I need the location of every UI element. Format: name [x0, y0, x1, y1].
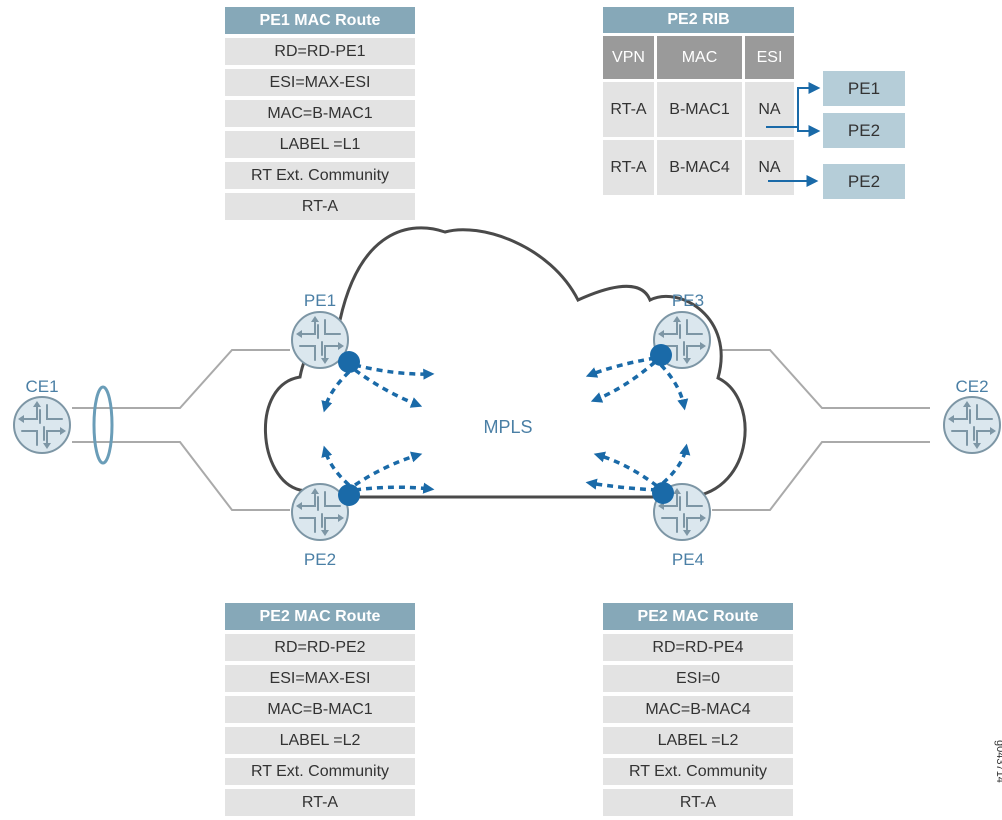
rib-cell: B-MAC1 — [657, 82, 742, 137]
rib-title: PE2 RIB — [603, 7, 794, 33]
rib-cell: RT-A — [603, 140, 654, 195]
figure-id: g043714 — [994, 740, 1002, 783]
next-hop-box: PE2 — [823, 113, 905, 148]
table-row: MAC=B-MAC1 — [225, 696, 415, 723]
table-row: ESI=MAX-ESI — [225, 665, 415, 692]
table-row: MAC=B-MAC1 — [225, 100, 415, 127]
pe4-mac-route-table: PE2 MAC Route RD=RD-PE4 ESI=0 MAC=B-MAC4… — [603, 603, 793, 820]
table-row: RT-A — [225, 789, 415, 816]
router-ce1-icon — [13, 396, 71, 454]
router-ce2-icon — [943, 396, 1001, 454]
table-row: RD=RD-PE2 — [225, 634, 415, 661]
rib-cell: NA — [745, 140, 794, 195]
route-advertisement-arrows — [321, 356, 691, 494]
node-label-pe2: PE2 — [304, 550, 336, 569]
rib-cell: B-MAC4 — [657, 140, 742, 195]
pe2-rib-table: PE2 RIB VPN MAC ESI RT-A B-MAC1 NA RT-A … — [603, 7, 794, 198]
rib-header-esi: ESI — [745, 36, 794, 79]
table-title: PE2 MAC Route — [603, 603, 793, 630]
table-row: LABEL =L2 — [603, 727, 793, 754]
cloud-label: MPLS — [483, 417, 532, 437]
node-label-ce1: CE1 — [25, 377, 58, 396]
table-row: RT-A — [225, 193, 415, 220]
table-row: RT Ext. Community — [225, 162, 415, 189]
rib-header-vpn: VPN — [603, 36, 654, 79]
next-hop-box: PE2 — [823, 164, 905, 199]
mpls-cloud — [264, 226, 747, 499]
table-row: LABEL =L2 — [225, 727, 415, 754]
table-row: MAC=B-MAC4 — [603, 696, 793, 723]
table-row: RT Ext. Community — [225, 758, 415, 785]
advertisement-dots — [338, 344, 674, 506]
pe2-mac-route-table: PE2 MAC Route RD=RD-PE2 ESI=MAX-ESI MAC=… — [225, 603, 415, 820]
node-label-pe4: PE4 — [672, 550, 704, 569]
table-row: RD=RD-PE4 — [603, 634, 793, 661]
rib-cell: RT-A — [603, 82, 654, 137]
access-links — [72, 349, 930, 511]
node-label-pe3: PE3 — [672, 291, 704, 310]
rib-next-hop-connectors — [766, 82, 821, 187]
table-title: PE1 MAC Route — [225, 7, 415, 34]
table-row: ESI=MAX-ESI — [225, 69, 415, 96]
rib-header-mac: MAC — [657, 36, 742, 79]
node-label-pe1: PE1 — [304, 291, 336, 310]
table-row: RT-A — [603, 789, 793, 816]
table-row: ESI=0 — [603, 665, 793, 692]
table-row: RD=RD-PE1 — [225, 38, 415, 65]
next-hop-box: PE1 — [823, 71, 905, 106]
table-row: RT Ext. Community — [603, 758, 793, 785]
table-row: LABEL =L1 — [225, 131, 415, 158]
node-label-ce2: CE2 — [955, 377, 988, 396]
pe1-mac-route-table: PE1 MAC Route RD=RD-PE1 ESI=MAX-ESI MAC=… — [225, 7, 415, 224]
lag-ellipse — [92, 385, 114, 465]
table-title: PE2 MAC Route — [225, 603, 415, 630]
